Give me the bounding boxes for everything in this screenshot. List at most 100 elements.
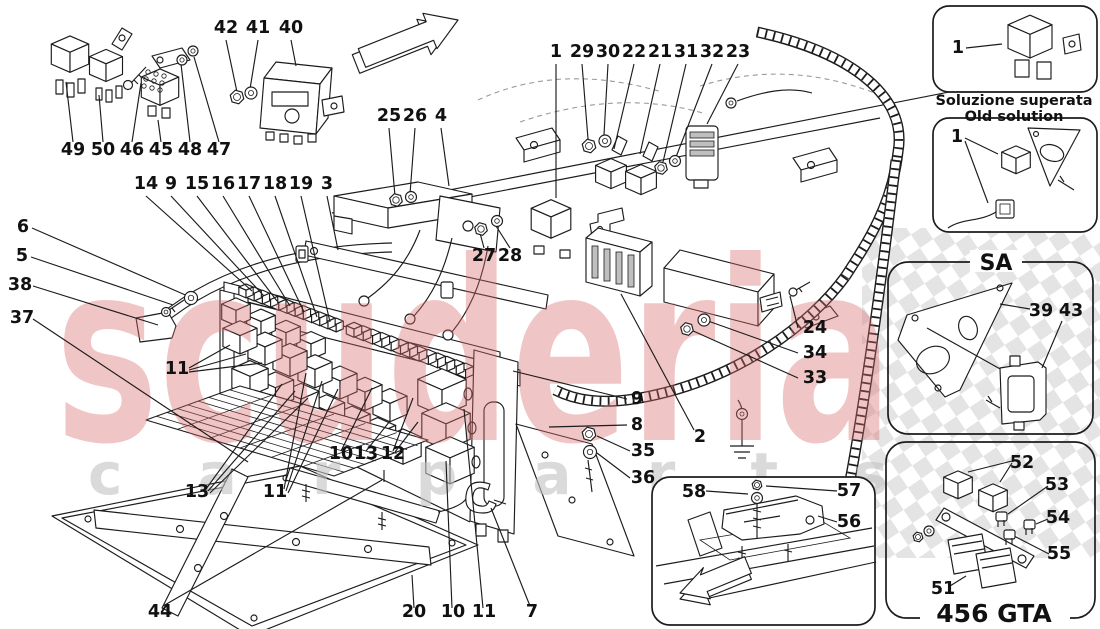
washer	[923, 525, 935, 537]
washer	[490, 214, 504, 228]
callout-6: 6	[17, 217, 29, 237]
caption-soluzione-superata: Soluzione superata	[935, 93, 1092, 109]
ecu-40	[259, 61, 345, 145]
callout-10: 10	[329, 444, 353, 464]
callout-34: 34	[803, 343, 827, 363]
callout-13: 13	[354, 444, 378, 464]
washer	[160, 306, 172, 318]
callout-11: 11	[263, 482, 287, 502]
callout-5: 5	[16, 246, 28, 266]
nut	[474, 222, 488, 236]
callout-19: 19	[289, 174, 313, 194]
nut	[581, 138, 597, 154]
relay-50	[95, 27, 133, 103]
callout-11: 11	[472, 602, 496, 622]
callout-50: 50	[91, 140, 115, 160]
washer	[598, 134, 612, 148]
washer	[183, 290, 199, 306]
callout-14: 14	[134, 174, 158, 194]
callout-16: 16	[211, 174, 235, 194]
washer	[668, 154, 682, 168]
callout-52: 52	[1010, 453, 1034, 473]
callout-41: 41	[246, 18, 270, 38]
perforated-tray-37	[145, 385, 429, 477]
callout-27: 27	[472, 246, 496, 266]
nut	[912, 531, 924, 543]
callout-25: 25	[377, 106, 401, 126]
ecu-24	[663, 249, 811, 327]
callout-56: 56	[837, 512, 861, 532]
callout-36: 36	[631, 468, 655, 488]
callout-22: 22	[622, 42, 646, 62]
washer	[244, 86, 258, 100]
callout-24: 24	[803, 318, 827, 338]
washer	[187, 45, 199, 57]
callout-11: 11	[165, 359, 189, 379]
callout-54: 54	[1046, 508, 1070, 528]
callout-20: 20	[402, 602, 426, 622]
relay-49	[55, 78, 86, 98]
callout-26: 26	[403, 106, 427, 126]
callout-31: 31	[674, 42, 698, 62]
callout-13: 13	[185, 482, 209, 502]
washer	[750, 491, 764, 505]
washer	[582, 444, 598, 460]
callout-15: 15	[185, 174, 209, 194]
callout-45: 45	[149, 140, 173, 160]
callout-21: 21	[648, 42, 672, 62]
sa-label: SA	[980, 251, 1013, 276]
callout-9: 9	[631, 389, 643, 409]
callout-40: 40	[279, 18, 303, 38]
nut	[680, 322, 694, 336]
callout-46: 46	[120, 140, 144, 160]
callout-53: 53	[1045, 475, 1069, 495]
callout-1: 1	[951, 127, 963, 147]
callout-7: 7	[526, 602, 538, 622]
nut	[751, 479, 763, 491]
callout-33: 33	[803, 368, 827, 388]
nuts-washers-layer	[160, 45, 935, 543]
caption-old-solution: Old solution	[965, 109, 1064, 125]
watermark-brand: scuderia	[55, 208, 893, 499]
callout-18: 18	[263, 174, 287, 194]
callout-8: 8	[631, 415, 643, 435]
relay-21	[642, 141, 659, 162]
callout-9: 9	[165, 174, 177, 194]
nut	[229, 89, 245, 105]
callout-35: 35	[631, 441, 655, 461]
module-2	[585, 227, 653, 297]
ground-symbol	[730, 399, 754, 459]
callout-2: 2	[694, 427, 706, 447]
callout-57: 57	[837, 481, 861, 501]
callout-47: 47	[207, 140, 231, 160]
callout-30: 30	[596, 42, 620, 62]
callout-4: 4	[435, 106, 447, 126]
channel-brackets	[515, 127, 839, 329]
leader-lines	[30, 39, 799, 609]
watermark: scuderia carparts	[55, 208, 893, 508]
callout-3: 3	[321, 174, 333, 194]
washer	[176, 54, 188, 66]
module-45-with-screws	[122, 47, 191, 119]
callout-32: 32	[700, 42, 724, 62]
new-solution-box	[932, 5, 1098, 93]
mounting-plate-8	[515, 423, 635, 557]
callout-12: 12	[381, 444, 405, 464]
callout-49: 49	[61, 140, 85, 160]
callout-1: 1	[952, 38, 964, 58]
old-solution-box	[932, 117, 1098, 233]
callout-51: 51	[931, 579, 955, 599]
callout-1: 1	[550, 42, 562, 62]
terminal-bracket-4	[333, 181, 501, 341]
callout-44: 44	[148, 602, 172, 622]
washer	[697, 313, 711, 327]
callout-37: 37	[10, 308, 34, 328]
nut	[389, 193, 403, 207]
washer	[404, 190, 418, 204]
gta-456-box	[885, 441, 1096, 628]
sa-box	[887, 250, 1094, 435]
callout-17: 17	[237, 174, 261, 194]
fuses-and-relay-cubes	[50, 35, 1008, 513]
